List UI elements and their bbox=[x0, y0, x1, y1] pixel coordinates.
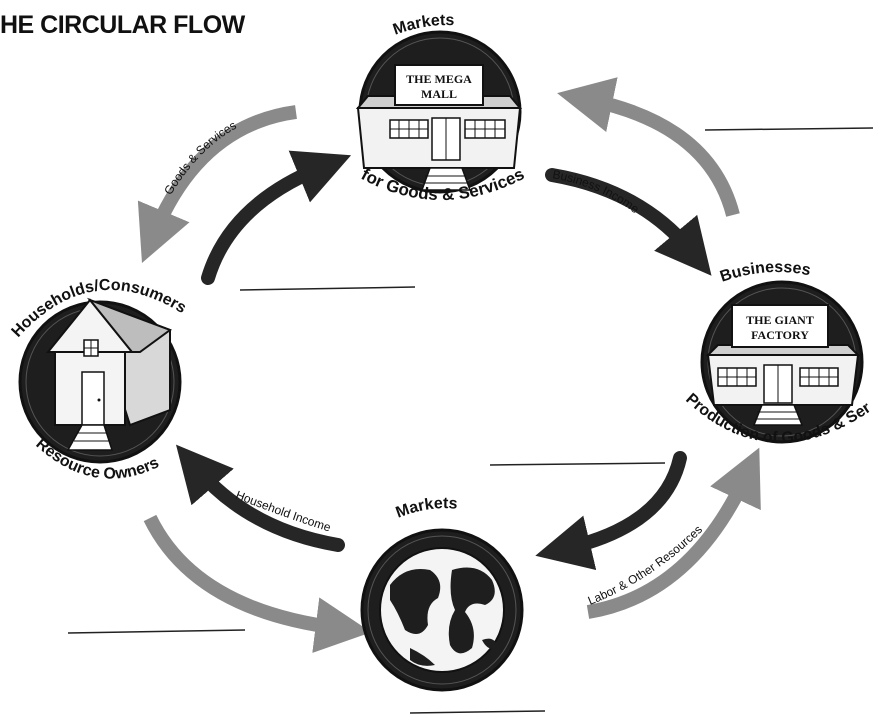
factor-payment-arrow bbox=[535, 451, 687, 571]
households-node: Households/Consumers Resource Owners bbox=[9, 277, 190, 483]
product-market-node: THE MEGA MALL Markets for Goods & Servic… bbox=[355, 12, 527, 204]
mall-sign-line2: MALL bbox=[421, 87, 457, 101]
mall-sign-line1: THE MEGA bbox=[406, 72, 472, 86]
globe-icon bbox=[379, 547, 505, 673]
answer-blank-bottom bbox=[409, 710, 546, 714]
business-income-arrow bbox=[545, 168, 712, 276]
factory-sign-line2: FACTORY bbox=[751, 328, 809, 342]
factory-icon bbox=[705, 304, 861, 426]
mall-icon bbox=[355, 64, 523, 191]
diagram-title: HE CIRCULAR FLOW bbox=[0, 11, 246, 39]
goods-flow-arrow bbox=[557, 77, 740, 217]
goods-services-flow-label: Goods & Services bbox=[161, 118, 238, 197]
businesses-top-label: Businesses bbox=[718, 259, 812, 286]
resource-supply-arrow bbox=[143, 514, 372, 653]
answer-blank-upper-left bbox=[239, 286, 416, 291]
answer-blank-bottom-left bbox=[67, 629, 246, 634]
goods-services-arrow bbox=[137, 105, 297, 263]
house-icon bbox=[45, 297, 173, 451]
household-spending-arrow bbox=[201, 150, 352, 285]
household-income-arrow bbox=[175, 444, 345, 552]
business-income-flow-label: Business Income bbox=[551, 167, 642, 216]
resource-market-top-label: Markets bbox=[394, 495, 459, 521]
labor-resources-arrow bbox=[586, 447, 761, 619]
resource-market-node: Markets bbox=[360, 495, 524, 692]
answer-blank-middle-right bbox=[489, 462, 666, 466]
factory-sign-line1: THE GIANT bbox=[746, 313, 814, 327]
answer-blank-top-right bbox=[704, 127, 874, 131]
